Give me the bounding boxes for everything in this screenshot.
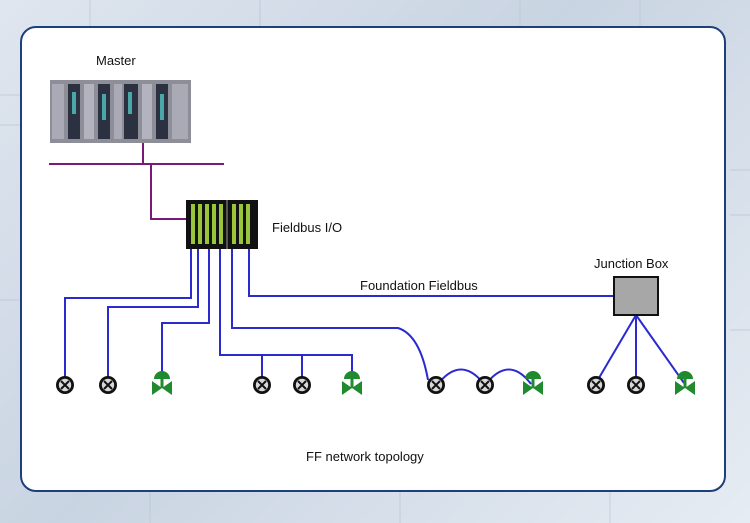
- master-label: Master: [96, 53, 136, 68]
- topology-diagram: Master Fieldbus I/O: [49, 53, 695, 464]
- transmitter-icon: [55, 375, 75, 395]
- fieldbus-io-module: [186, 200, 258, 249]
- junction-box-label: Junction Box: [594, 256, 669, 271]
- transmitter-icon: [475, 375, 495, 395]
- diagram-panel: Master Fieldbus I/O: [20, 26, 726, 492]
- transmitter-icon: [292, 375, 312, 395]
- fieldbus-io-label: Fieldbus I/O: [272, 220, 342, 235]
- valve-icon: [342, 371, 362, 395]
- foundation-fieldbus-label: Foundation Fieldbus: [360, 278, 478, 293]
- diagram-caption: FF network topology: [306, 449, 424, 464]
- transmitter-icon: [426, 375, 446, 395]
- transmitter-icon: [626, 375, 646, 395]
- transmitter-icon: [586, 375, 606, 395]
- valve-icon: [523, 371, 543, 395]
- fieldbus-segments: [64, 249, 685, 385]
- transmitter-icon: [252, 375, 272, 395]
- transmitter-icon: [98, 375, 118, 395]
- master-bus: [49, 143, 224, 220]
- valve-icon: [152, 371, 172, 395]
- master-plc-rack: [50, 80, 191, 143]
- junction-box: [613, 276, 659, 316]
